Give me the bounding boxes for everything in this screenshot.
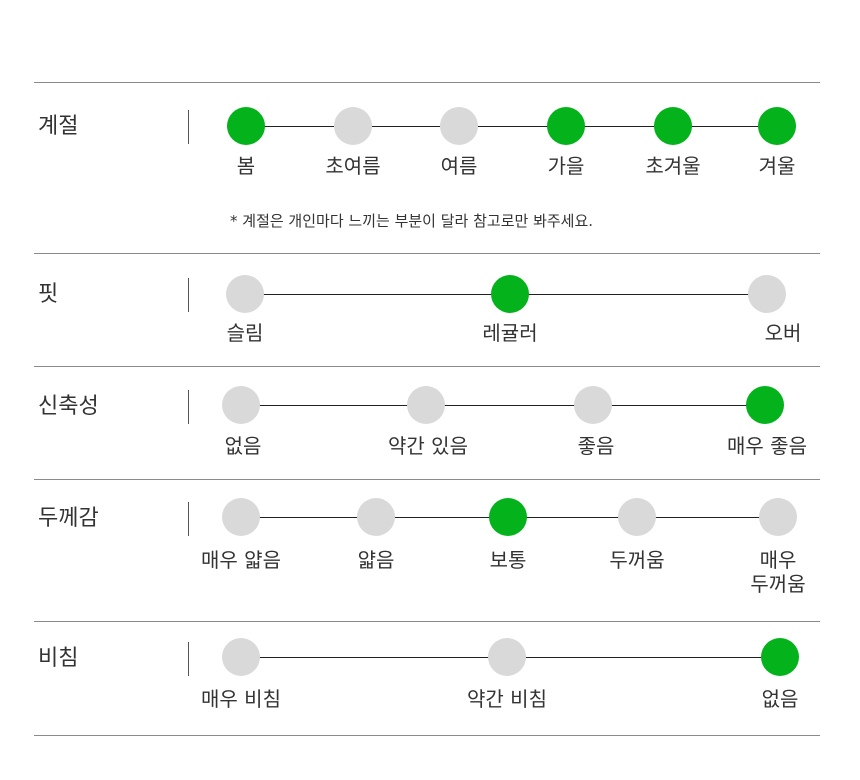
scale-point	[574, 386, 612, 424]
divider	[34, 479, 820, 480]
scale-point	[222, 386, 260, 424]
row-title: 비침	[38, 646, 79, 671]
scale-label: 봄	[236, 154, 256, 178]
divider	[34, 621, 820, 622]
scale-label: 얇음	[357, 548, 395, 572]
scale-point-selected	[746, 386, 784, 424]
scale-point-selected	[489, 498, 527, 536]
scale-point	[334, 107, 372, 145]
scale-label: 슬림	[226, 321, 264, 345]
scale-point	[222, 638, 260, 676]
scale-label: 가을	[547, 154, 585, 178]
scale-label: 없음	[761, 687, 799, 711]
row-separator	[188, 642, 189, 676]
row-title: 계절	[38, 114, 79, 139]
row-separator	[188, 278, 189, 312]
divider	[34, 366, 820, 367]
scale-label: 두꺼움	[609, 548, 665, 572]
row-separator	[188, 110, 189, 144]
scale-point	[759, 498, 797, 536]
scale-point	[748, 275, 786, 313]
row-separator	[188, 502, 189, 536]
scale-label: 매우 비침	[201, 687, 281, 711]
divider	[34, 82, 820, 83]
scale-point-selected	[547, 107, 585, 145]
scale-track	[241, 405, 765, 406]
divider	[34, 253, 820, 254]
scale-point	[357, 498, 395, 536]
scale-label: 여름	[440, 154, 478, 178]
divider	[34, 735, 820, 736]
scale-point	[226, 275, 264, 313]
scale-label: 초겨울	[645, 154, 701, 178]
scale-label: 초여름	[325, 154, 381, 178]
scale-label: 좋음	[577, 434, 615, 458]
row-title: 핏	[38, 282, 59, 307]
row-separator	[188, 390, 189, 424]
scale-label: 매우 얇음	[201, 548, 281, 572]
scale-label: 매우 좋음	[727, 434, 807, 458]
scale-label: 레귤러	[482, 321, 538, 345]
scale-label: 약간 비침	[467, 687, 547, 711]
scale-point	[440, 107, 478, 145]
scale-point	[222, 498, 260, 536]
scale-track	[246, 126, 777, 127]
season-note: * 계절은 개인마다 느끼는 부분이 달라 참고로만 봐주세요.	[230, 212, 594, 230]
scale-label: 없음	[224, 434, 262, 458]
row-title: 신축성	[38, 394, 99, 419]
scale-point-selected	[761, 638, 799, 676]
scale-point-selected	[491, 275, 529, 313]
scale-label: 겨울	[758, 154, 796, 178]
scale-label: 약간 있음	[388, 434, 468, 458]
scale-label: 오버	[764, 321, 802, 345]
scale-point-selected	[227, 107, 265, 145]
scale-label: 보통	[489, 548, 527, 572]
scale-point-selected	[758, 107, 796, 145]
scale-point-selected	[654, 107, 692, 145]
row-title: 두께감	[38, 506, 99, 531]
scale-point	[488, 638, 526, 676]
scale-point	[407, 386, 445, 424]
scale-point	[618, 498, 656, 536]
